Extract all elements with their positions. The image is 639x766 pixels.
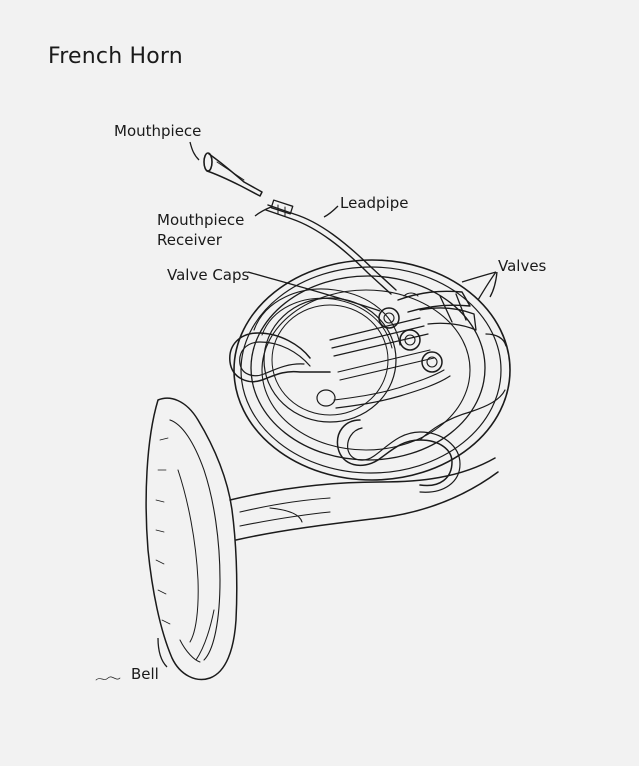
- valves-leader-left: [461, 271, 497, 283]
- artist-mark: [95, 676, 121, 681]
- label-mouthpiece-receiver: Mouthpiece Receiver: [157, 210, 244, 250]
- leader-lines: [157, 141, 498, 668]
- tuning-slides: [229, 317, 506, 493]
- horn-body: [233, 259, 511, 481]
- leadpipe-drawing: [265, 199, 397, 295]
- leadpipe-leader: [323, 205, 339, 218]
- label-mouthpiece-receiver-line2: Receiver: [157, 231, 222, 249]
- receiver-leader: [254, 206, 272, 217]
- bell-leader: [157, 637, 168, 668]
- label-valves: Valves: [498, 257, 547, 275]
- valve-levers-drawing: [397, 290, 507, 347]
- label-mouthpiece-receiver-line1: Mouthpiece: [157, 211, 245, 229]
- valve-caps-leader: [247, 271, 381, 312]
- valves-leader-right: [489, 271, 498, 298]
- label-bell: Bell: [131, 665, 159, 683]
- bell-drawing: [145, 397, 499, 681]
- valves-leader-mid: [477, 271, 497, 301]
- label-mouthpiece: Mouthpiece: [114, 122, 202, 140]
- mouthpiece-drawing: [203, 152, 263, 197]
- diagram-title: French Horn: [48, 44, 183, 69]
- label-leadpipe: Leadpipe: [340, 194, 409, 212]
- valve-caps-drawing: [378, 307, 443, 373]
- label-valve-caps: Valve Caps: [167, 266, 250, 284]
- mouthpiece-leader: [189, 141, 200, 161]
